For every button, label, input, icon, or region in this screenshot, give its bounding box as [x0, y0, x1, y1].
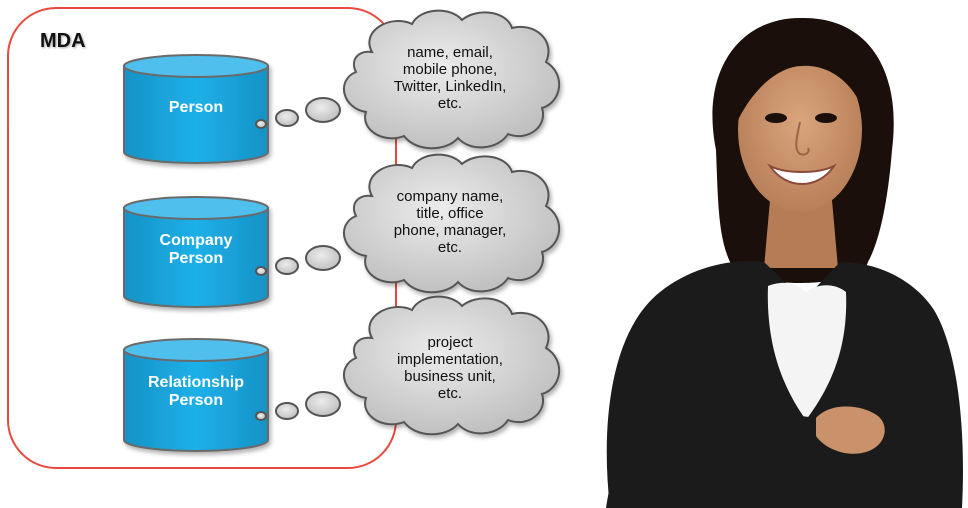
thought-bubbles-relationship [255, 391, 341, 421]
smiling-woman-photo [606, 17, 963, 508]
thought-bubbles-person [255, 97, 341, 129]
person-attributes: name, email, mobile phone, Twitter, Link… [393, 44, 507, 112]
cloud-relationship [343, 295, 561, 436]
person-label: Person [168, 99, 224, 116]
relationship-person-cylinder [123, 338, 269, 452]
cloud-company [343, 153, 561, 294]
cloud-person [343, 9, 561, 150]
company-person-cylinder [123, 196, 269, 308]
relationship-person-label: Relationship Person [147, 374, 244, 409]
thought-bubbles-company [255, 245, 341, 276]
mda-label: MDA [40, 30, 86, 52]
relationship-person-attributes: project implementation, business unit, e… [397, 334, 503, 402]
person-cylinder [123, 54, 269, 164]
company-person-attributes: company name, title, office phone, manag… [393, 188, 507, 256]
company-person-label: Company Person [159, 232, 233, 267]
